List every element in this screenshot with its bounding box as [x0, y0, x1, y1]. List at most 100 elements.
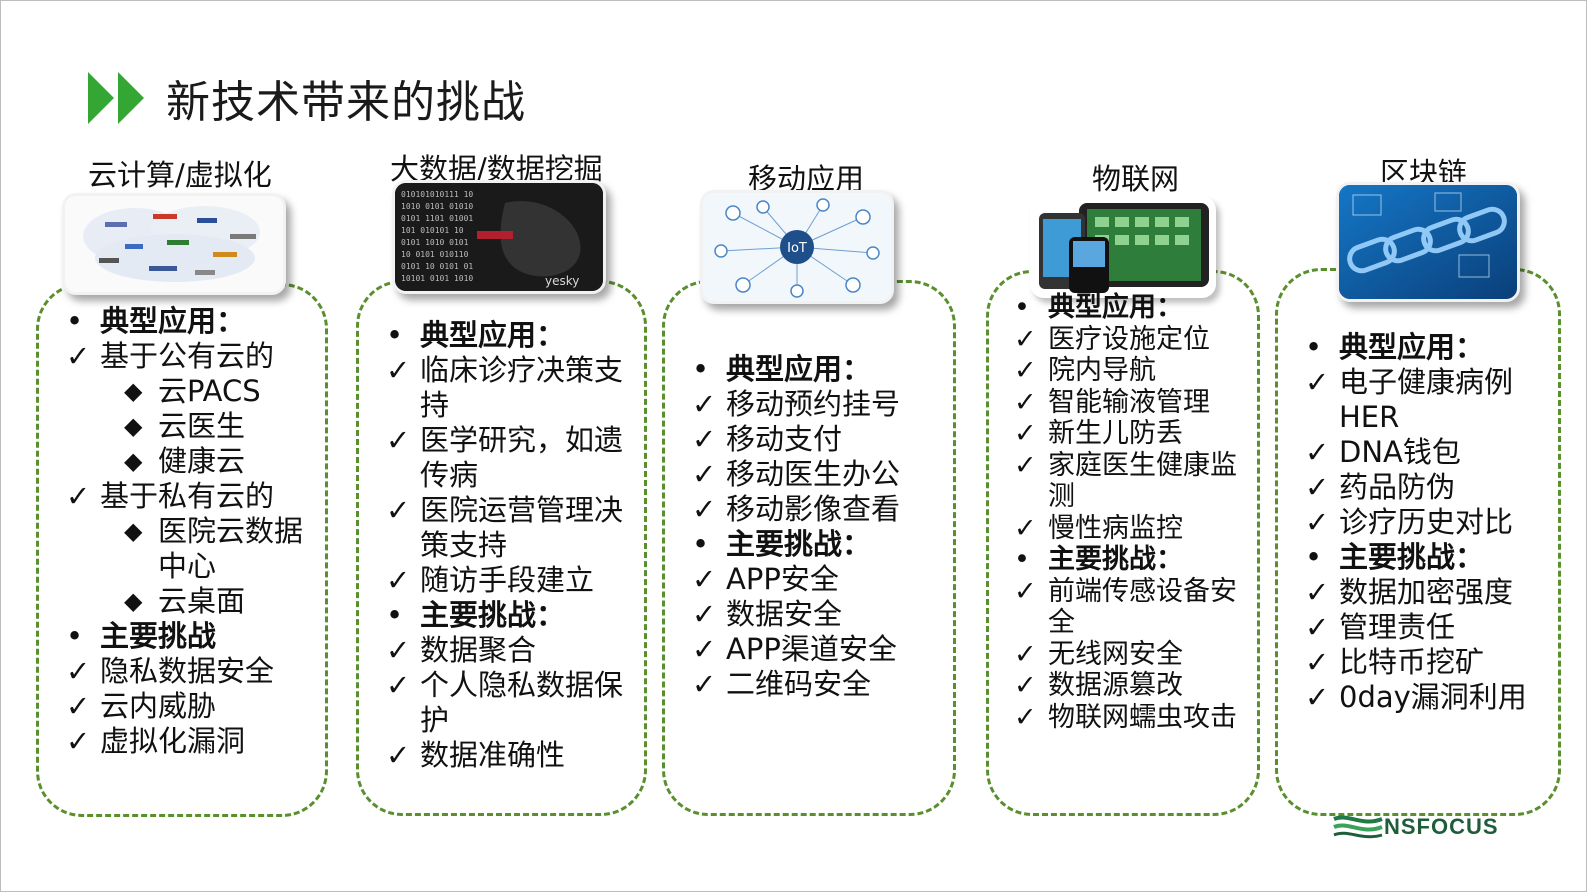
list-item-text: 比特币挖矿 — [1339, 645, 1485, 679]
check-list-item: ✓数据安全 — [692, 597, 942, 632]
list-item-text: 医学研究，如遗传病 — [420, 423, 624, 492]
list-item-text: 健康云 — [158, 444, 246, 478]
checkmark-icon: ✓ — [1014, 575, 1037, 607]
checkmark-icon: ✓ — [66, 654, 91, 688]
column-title-cloud: 云计算/虚拟化 — [88, 158, 272, 192]
bullet-icon: • — [66, 619, 84, 653]
list-item-text: 数据准确性 — [420, 738, 566, 772]
slide-title: 新技术带来的挑战 — [166, 77, 526, 128]
checkmark-icon: ✓ — [1305, 365, 1330, 399]
sub-list-item: ◆云PACS — [66, 374, 316, 409]
section-heading-item: •典型应用： — [66, 304, 316, 339]
checkmark-icon: ✓ — [1014, 355, 1037, 386]
checkmark-icon: ✓ — [692, 492, 717, 526]
diamond-icon: ◆ — [124, 447, 143, 475]
checkmark-icon: ✓ — [1305, 645, 1330, 679]
section-heading-item: •主要挑战： — [692, 527, 942, 562]
check-list-item: ✓二维码安全 — [692, 667, 942, 702]
check-list-item: ✓数据准确性 — [386, 738, 636, 773]
bullet-icon: • — [386, 598, 404, 632]
bullet-icon: • — [692, 527, 710, 561]
section-heading-item: • 主要挑战 — [66, 619, 316, 654]
bullet-icon: • — [66, 304, 84, 338]
list-item-text: 典型应用： — [1048, 292, 1183, 323]
list-item-text: 基于私有云的 — [100, 479, 275, 513]
svg-text:101 010101 10: 101 010101 10 — [401, 226, 464, 235]
list-item-text: 典型应用： — [420, 318, 566, 352]
list-item-text: 隐私数据安全 — [100, 654, 275, 688]
list-item-text: 移动支付 — [726, 422, 843, 456]
diamond-icon: ◆ — [124, 412, 143, 440]
check-list-item: ✓慢性病监控 — [1014, 513, 1246, 545]
list-item-text: 医疗设施定位 — [1048, 323, 1210, 355]
list-item-text: 基于公有云的 — [100, 339, 275, 373]
checkmark-icon: ✓ — [1305, 575, 1330, 609]
checkmark-icon: ✓ — [692, 562, 717, 596]
checkmark-icon: ✓ — [1014, 701, 1037, 733]
section-heading-item: •典型应用： — [1305, 330, 1545, 365]
list-item-text: 云桌面 — [158, 584, 246, 618]
section-heading-item: •主要挑战： — [1014, 544, 1246, 576]
check-list-item: ✓智能输液管理 — [1014, 387, 1246, 419]
column-list-mobile: •典型应用：✓移动预约挂号✓移动支付✓移动医生办公✓移动影像查看•主要挑战：✓A… — [692, 352, 942, 702]
checkmark-icon: ✓ — [66, 339, 91, 373]
checkmark-icon: ✓ — [386, 563, 411, 597]
check-list-item: ✓DNA钱包 — [1305, 435, 1545, 470]
column-title-iot: 物联网 — [1092, 162, 1180, 196]
bullet-icon: • — [692, 352, 710, 386]
list-item-text: 数据安全 — [726, 597, 843, 631]
list-item-text: 个人隐私数据保护 — [420, 668, 624, 737]
section-heading-item: •主要挑战： — [386, 598, 636, 633]
diamond-icon: ◆ — [124, 587, 143, 615]
svg-text:0101 1101 01001: 0101 1101 01001 — [401, 214, 473, 223]
check-list-item: ✓ 数据源篡改 — [1014, 670, 1246, 702]
checkmark-icon: ✓ — [66, 724, 91, 758]
tablet-phones-image — [1030, 196, 1216, 298]
list-item-text: 院内导航 — [1048, 355, 1156, 386]
check-list-item: ✓云内威胁 — [66, 689, 316, 724]
checkmark-icon: ✓ — [692, 667, 717, 701]
check-list-item: ✓ 院内导航 — [1014, 355, 1246, 387]
check-list-item: ✓移动预约挂号 — [692, 387, 942, 422]
checkmark-icon: ✓ — [1305, 470, 1330, 504]
list-item-text: 移动影像查看 — [726, 492, 901, 526]
check-list-item: ✓APP安全 — [692, 562, 942, 597]
checkmark-icon: ✓ — [1014, 449, 1037, 481]
list-item-text: 诊疗历史对比 — [1339, 505, 1514, 539]
check-list-item: ✓ 电子健康病例HER — [1305, 365, 1545, 435]
section-heading-item: •典型应用： — [1014, 292, 1246, 324]
check-list-item: ✓无线网安全 — [1014, 639, 1246, 671]
list-item-text: 主要挑战 — [100, 619, 217, 653]
sub-list-item: ◆ 云桌面 — [66, 584, 316, 619]
watermark-text: yesky — [545, 274, 579, 288]
check-list-item: ✓个人隐私数据保护 — [386, 668, 636, 738]
check-list-item: ✓医院运营管理决策支持 — [386, 493, 636, 563]
check-list-item: ✓药品防伪 — [1305, 470, 1545, 505]
check-list-item: ✓管理责任 — [1305, 610, 1545, 645]
checkmark-icon: ✓ — [1305, 610, 1330, 644]
checkmark-icon: ✓ — [1014, 418, 1037, 449]
list-item-text: 数据源篡改 — [1048, 670, 1183, 701]
column-list-cloud: •典型应用：✓基于公有云的◆云PACS◆云医生◆健康云✓基于私有云的◆医院云数据… — [66, 304, 316, 759]
slide-header: 新技术带来的挑战 — [88, 68, 526, 128]
checkmark-icon: ✓ — [1014, 386, 1037, 418]
list-item-text: 电子健康病例HER — [1339, 365, 1514, 434]
check-list-item: ✓APP渠道安全 — [692, 632, 942, 667]
list-item-text: 云内威胁 — [100, 689, 217, 723]
list-item-text: 医院运营管理决策支持 — [420, 493, 624, 562]
bullet-icon: • — [386, 318, 404, 352]
checkmark-icon: ✓ — [1014, 512, 1037, 544]
checkmark-icon: ✓ — [1014, 670, 1037, 701]
checkmark-icon: ✓ — [692, 422, 717, 456]
blockchain-chain-image — [1336, 182, 1520, 302]
section-heading-item: •主要挑战： — [1305, 540, 1545, 575]
checkmark-icon: ✓ — [66, 479, 91, 513]
column-list-iot: •典型应用：✓医疗设施定位✓院内导航✓智能输液管理✓新生儿防丢✓家庭医生健康监测… — [1014, 292, 1246, 733]
svg-text:010101010111 10: 010101010111 10 — [401, 190, 473, 199]
list-item-text: 新生儿防丢 — [1048, 418, 1183, 449]
bullet-icon: • — [1305, 540, 1323, 574]
checkmark-icon: ✓ — [692, 457, 717, 491]
checkmark-icon: ✓ — [1014, 638, 1037, 670]
section-heading-item: •典型应用： — [692, 352, 942, 387]
